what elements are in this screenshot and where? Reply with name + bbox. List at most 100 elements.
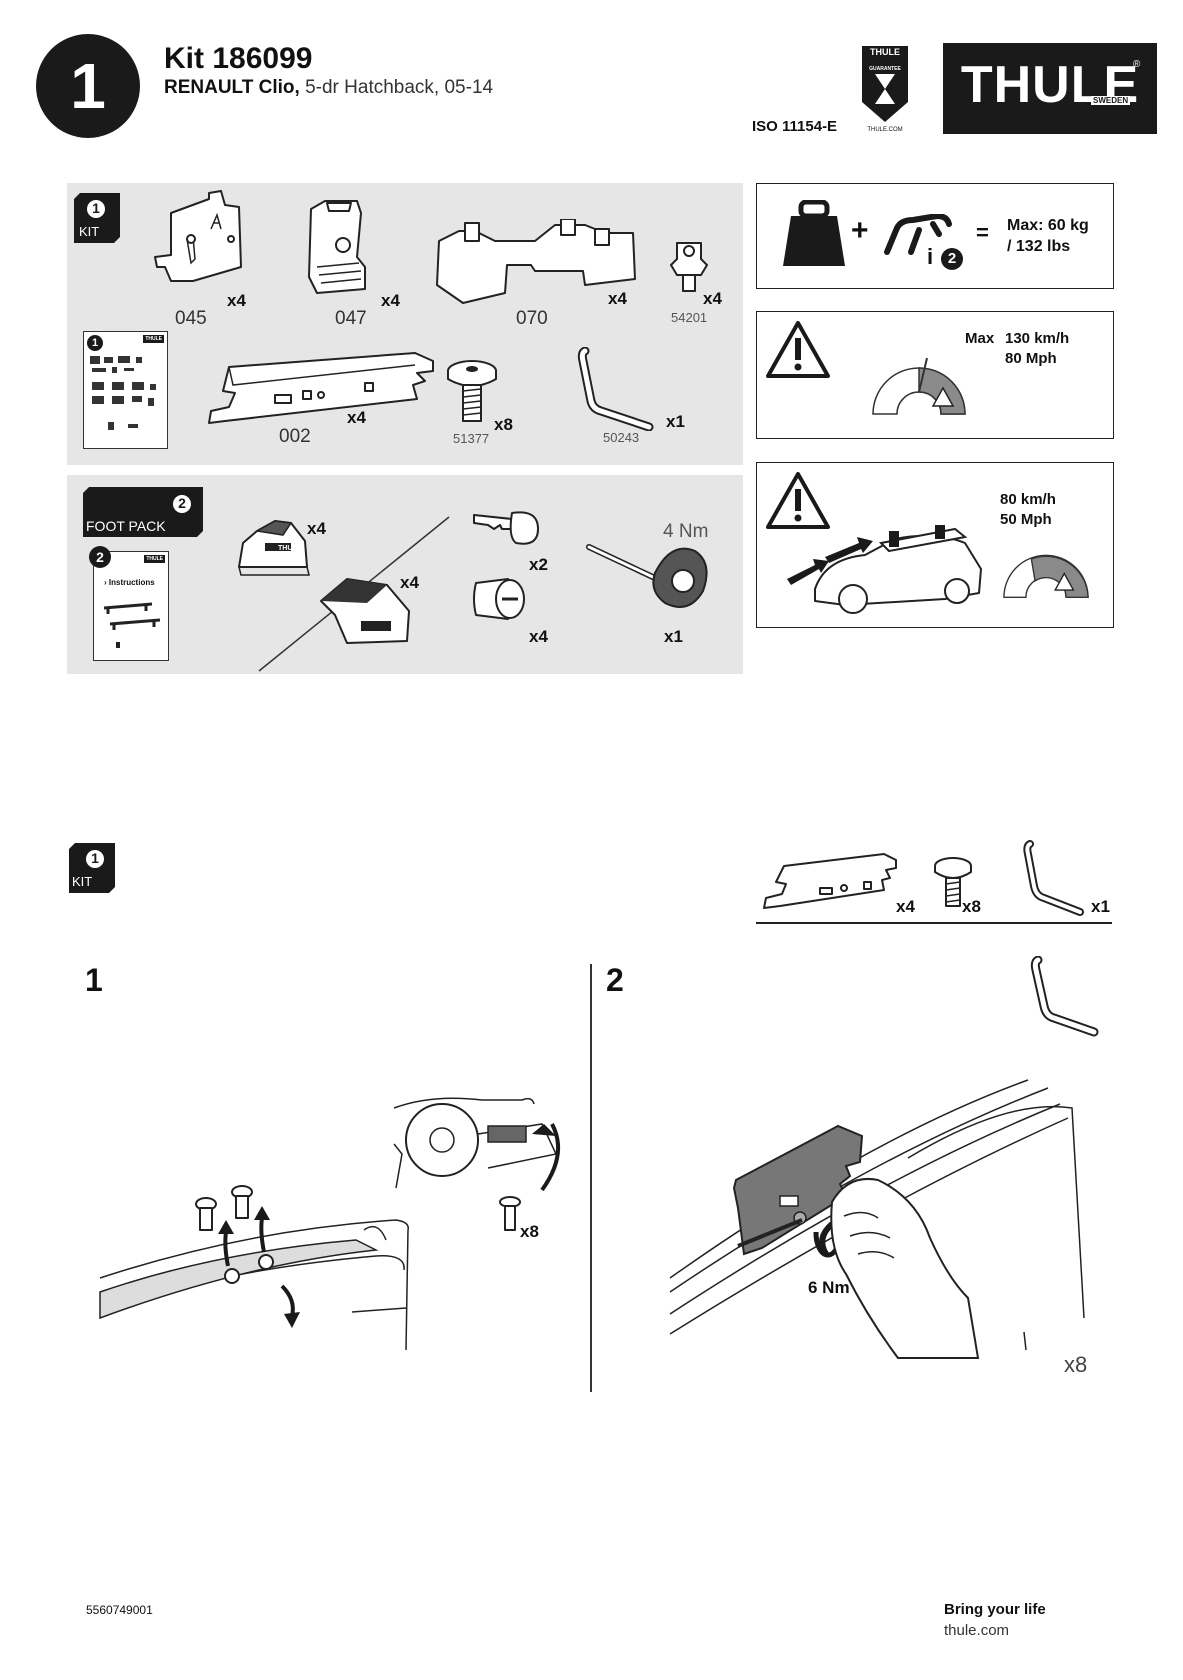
load-info-letter: i <box>927 244 934 269</box>
speed-warning-box: Max 130 km/h 80 Mph <box>756 311 1114 439</box>
car-interior-icon <box>393 1097 560 1192</box>
step-2-number: 2 <box>606 962 624 998</box>
kit-box-icon <box>74 193 120 243</box>
section-kit-badge: 1 KIT <box>69 843 115 893</box>
lock-cylinder-icon <box>473 578 525 620</box>
step-1-screw-qty: x8 <box>520 1222 539 1241</box>
foot-manual-text: › Instructions <box>104 578 155 587</box>
kit-badge: 1 KIT <box>74 193 120 243</box>
kit-title: Kit 186099 <box>164 42 313 75</box>
logo-text: THULE <box>960 56 1140 114</box>
foot-manual-brand: THULE <box>144 555 165 563</box>
guarantee-top: THULE <box>870 47 900 57</box>
kit-panel: 1 KIT 1 THULE x4 045 x4 <box>67 183 743 465</box>
doc-number: 5560749001 <box>86 1603 153 1617</box>
screw-icon <box>934 857 972 907</box>
load-max-line1: Max: 60 kg <box>1007 217 1089 234</box>
roof-bar-icon <box>884 214 952 255</box>
part-045-number: 045 <box>175 308 207 329</box>
vehicle-make-model: RENAULT Clio, <box>164 77 300 98</box>
part-002-qty: x4 <box>347 408 366 427</box>
vehicle-line: RENAULT Clio, 5-dr Hatchback, 05-14 <box>164 77 493 99</box>
load-speed-line2: 50 Mph <box>1000 511 1052 528</box>
manual-number: 1 <box>91 337 99 349</box>
part-50243-qty: x1 <box>666 412 685 431</box>
warning-triangle-icon <box>766 321 830 378</box>
logo-sub: SWEDEN <box>1091 96 1131 105</box>
foot-manual-number-circle: 2 <box>89 546 111 568</box>
guarantee-shield-icon <box>862 46 908 122</box>
speedometer-icon <box>872 357 966 415</box>
load-speed-line1: 80 km/h <box>1000 491 1056 508</box>
foot-qty: x4 <box>307 519 326 538</box>
part-50243-number: 50243 <box>603 430 640 445</box>
kit-manual-thumb: 1 THULE <box>83 331 168 449</box>
screw-51377-icon <box>447 360 497 422</box>
key-icon <box>473 511 539 545</box>
foot-pack-badge-label: FOOT PACK <box>86 518 166 534</box>
logo-registered: ® <box>1133 59 1141 70</box>
hex-key-50243-icon <box>577 347 654 431</box>
load-speed-warning-box: 80 km/h 50 Mph <box>756 462 1114 628</box>
mounting-illustration-icon <box>669 1079 1085 1359</box>
load-warning-box: + i 2 = Max: 60 kg / 132 lbs <box>756 183 1114 289</box>
lock-qty: x4 <box>529 627 548 646</box>
step-number: 1 <box>70 50 106 122</box>
part-54201-qty: x4 <box>703 289 722 308</box>
part-51377-number: 51377 <box>453 431 490 446</box>
section-screw-qty: x8 <box>962 897 981 916</box>
speedometer-icon <box>1003 554 1089 599</box>
part-51377-qty: x8 <box>494 415 513 434</box>
hex-key-icon <box>1030 956 1099 1037</box>
roof-rail-illustration-icon <box>99 1185 409 1350</box>
load-plus: + <box>851 214 869 247</box>
thule-logo: THULE SWEDEN ® <box>943 43 1157 134</box>
section-plate-qty: x4 <box>896 897 915 916</box>
kit-badge-number: 1 <box>92 200 100 216</box>
hex-key-icon <box>1023 840 1084 916</box>
steps-divider <box>590 964 592 1392</box>
foot-pack-badge-number: 2 <box>178 495 186 511</box>
torque-tool-qty: x1 <box>664 627 683 646</box>
speed-max-line1: 130 km/h <box>1005 330 1070 347</box>
kit-box-icon <box>69 843 115 893</box>
roof-bars-icon <box>103 602 161 648</box>
section-hexkey-qty: x1 <box>1091 897 1110 916</box>
torque-value: 4 Nm <box>663 521 709 542</box>
footer-slogan: Bring your life <box>944 1601 1046 1618</box>
part-070-qty: x4 <box>608 289 627 308</box>
torque-tool-icon <box>586 544 708 608</box>
footer-website[interactable]: thule.com <box>944 1622 1010 1639</box>
speed-max-label: Max <box>965 330 995 347</box>
part-047-qty: x4 <box>381 291 400 310</box>
section-kit-badge-label: KIT <box>72 874 93 889</box>
speed-max-line2: 80 Mph <box>1005 350 1057 367</box>
step-1-number: 1 <box>85 962 103 998</box>
part-002-number: 002 <box>279 426 311 447</box>
warning-triangle-icon <box>766 472 830 529</box>
step-number-circle: 1 <box>36 34 140 138</box>
foot-brand: THULE <box>278 545 302 552</box>
roof-foot-icon <box>238 520 310 576</box>
load-equals: = <box>976 220 989 245</box>
foot-pack-manual-thumb: 2 THULE › Instructions <box>89 546 169 661</box>
foot-pack-panel: 2 FOOT PACK 2 THULE › Instructions x4 TH… <box>67 475 743 674</box>
step-2-repeat: x8 <box>1064 1352 1088 1377</box>
screw-icon <box>499 1196 521 1231</box>
part-047-number: 047 <box>335 308 367 329</box>
car-with-load-icon <box>787 525 982 614</box>
step-2-torque: 6 Nm <box>808 1278 850 1297</box>
foot-pack-box-icon <box>83 487 203 537</box>
bracket-045-icon <box>154 190 242 282</box>
part-045-qty: x4 <box>227 291 246 310</box>
weight-icon <box>783 200 845 266</box>
manual-number-circle: 1 <box>87 335 103 351</box>
load-max-line2: / 132 lbs <box>1007 238 1071 255</box>
foot-pack-badge: 2 FOOT PACK <box>83 487 203 537</box>
guarantee-bottom: THULE.COM <box>867 127 903 133</box>
cover-qty: x4 <box>400 573 419 592</box>
pad-047-icon <box>308 200 366 294</box>
iso-label: ISO 11154-E <box>752 118 838 135</box>
guarantee-mid: GUARANTEE <box>869 66 901 72</box>
bolt-54201-icon <box>670 242 708 292</box>
